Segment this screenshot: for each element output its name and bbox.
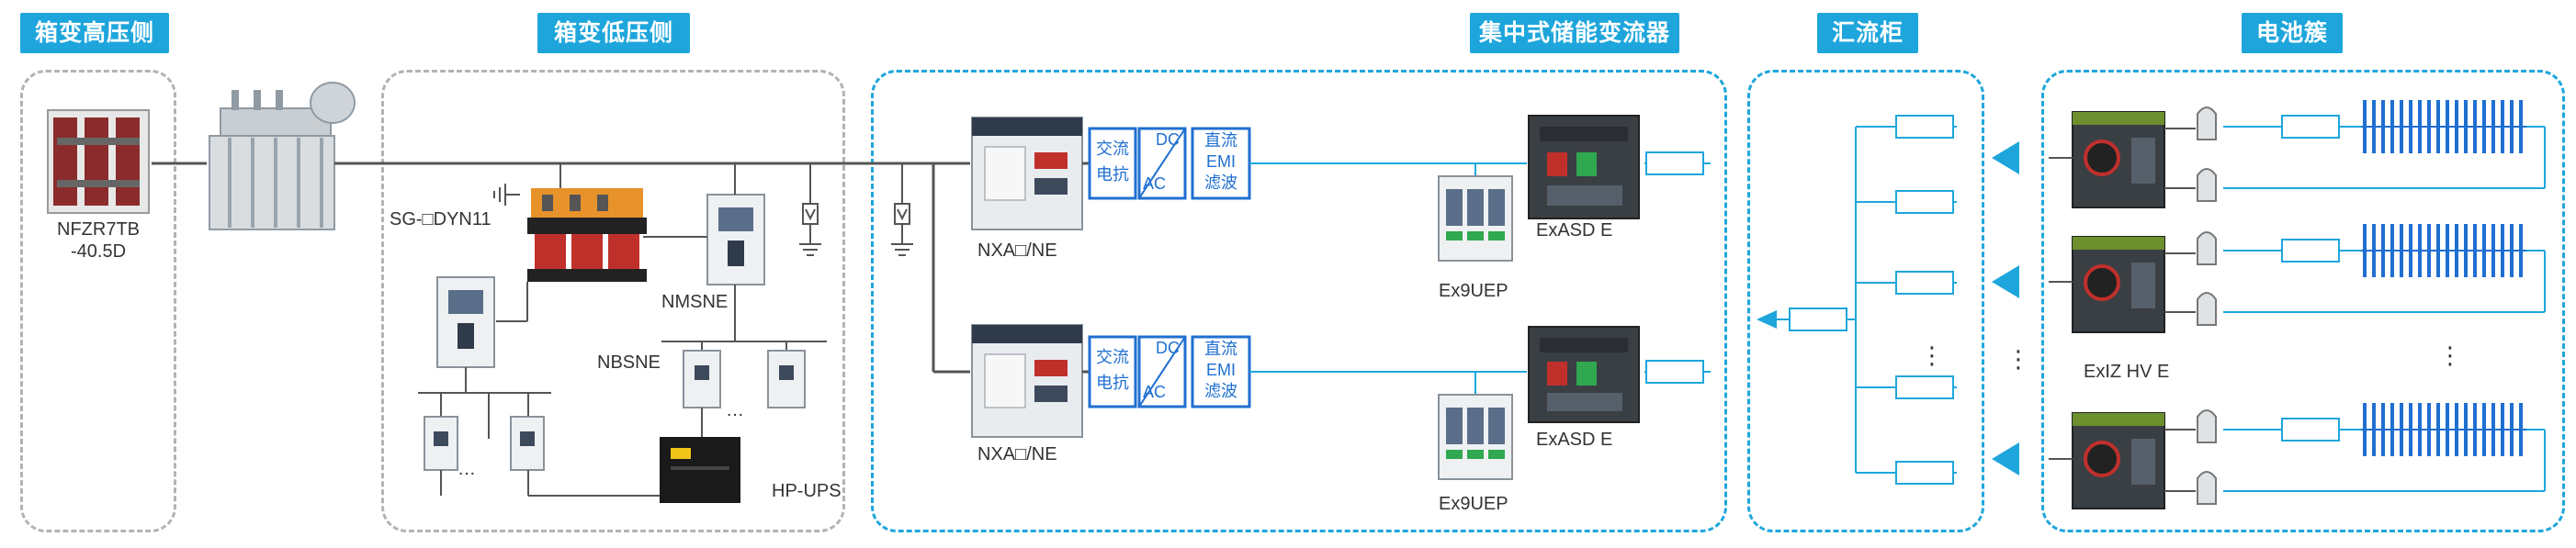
battery-row-2 [2197,224,2546,326]
combiner-fuse-icon [1789,115,1954,485]
section-tab-battery: 电池簇 [2242,13,2343,53]
battery-switch-middle-icon [2072,236,2165,333]
section-tab-lv-side: 箱变低压侧 [537,13,690,53]
inverter-bottom-ac-label: AC [1143,383,1167,401]
between-vertical-ellipsis: ⋮ [2006,345,2030,373]
spd-top-icon [1438,175,1513,262]
combiner-wiring [1801,126,1957,474]
hv-switchgear-icon [47,109,150,214]
battery-switch-bottom-icon [2072,412,2165,509]
arrester-1-icon [799,163,821,256]
fuse-icon [1645,151,1704,384]
section-tab-hv-side: 箱变高压侧 [20,13,169,53]
battery-switch-top-icon [2072,111,2165,208]
arrester-2-icon [891,163,913,256]
panel-lv-side [381,70,845,532]
inverter-bottom-dc-label: DC [1156,339,1180,357]
acb-bottom-label: NXA□/NE [977,444,1057,464]
nb-breaker-label: NBSNE [597,352,661,373]
battery-switch-label: ExIZ HV E [2084,362,2170,382]
nm-breaker-label: NMSNE [661,292,729,312]
main-transformer-icon [209,82,356,230]
inverter-top-ac-filter-label: 交流电抗 [1096,140,1129,184]
ups-label: HP-UPS [772,481,842,501]
dc-breaker-bottom-label: ExASD E [1536,430,1613,450]
inverter-bottom-ac-filter-label: 交流电抗 [1096,348,1129,392]
ground-symbol-icon [493,184,520,206]
acb-top-label: NXA□/NE [977,240,1057,261]
battery-vertical-ellipsis: ⋮ [2438,341,2462,369]
acb-top-icon [971,117,1083,230]
flow-arrow-icon [1992,141,2019,475]
hv-switch-label: NFZR7TB-40.5D [57,219,140,262]
panel-pcs [871,70,1727,532]
inverter-top-ac-label: AC [1143,174,1167,193]
panel-battery [2041,70,2565,532]
combiner-output-arrow-icon [1757,310,1790,329]
aux-transformer-icon [527,188,647,282]
spd-bottom-icon [1438,394,1513,480]
acb-bottom-icon [971,324,1083,438]
lv-ellipsis-left: … [458,459,476,479]
spd-bottom-label: Ex9UEP [1439,494,1508,514]
panel-hv-side [20,70,176,532]
battery-wiring [2049,128,2196,492]
mcb-icon [424,416,545,471]
lv-ellipsis-right: … [726,400,744,420]
nb-breaker-icon [683,350,806,408]
ups-icon [660,437,740,503]
dc-breaker-bottom-icon [1528,326,1640,423]
combiner-vertical-ellipsis: ⋮ [1920,341,1944,369]
battery-row-3 [2197,403,2546,505]
panel-combiner [1747,70,1984,532]
nm-breaker-icon [706,194,765,285]
dc-breaker-top-label: ExASD E [1536,220,1613,240]
aux-transformer-label: SG-□DYN11 [390,209,491,229]
section-tab-pcs: 集中式储能变流器 [1470,13,1679,53]
lv-breaker-left-icon [436,276,495,368]
inverter-top-dc-label: DC [1156,130,1180,149]
section-tab-combiner: 汇流柜 [1817,13,1918,53]
battery-row-1 [2197,100,2546,202]
spd-top-label: Ex9UEP [1439,281,1508,301]
dc-breaker-top-icon [1528,115,1640,219]
